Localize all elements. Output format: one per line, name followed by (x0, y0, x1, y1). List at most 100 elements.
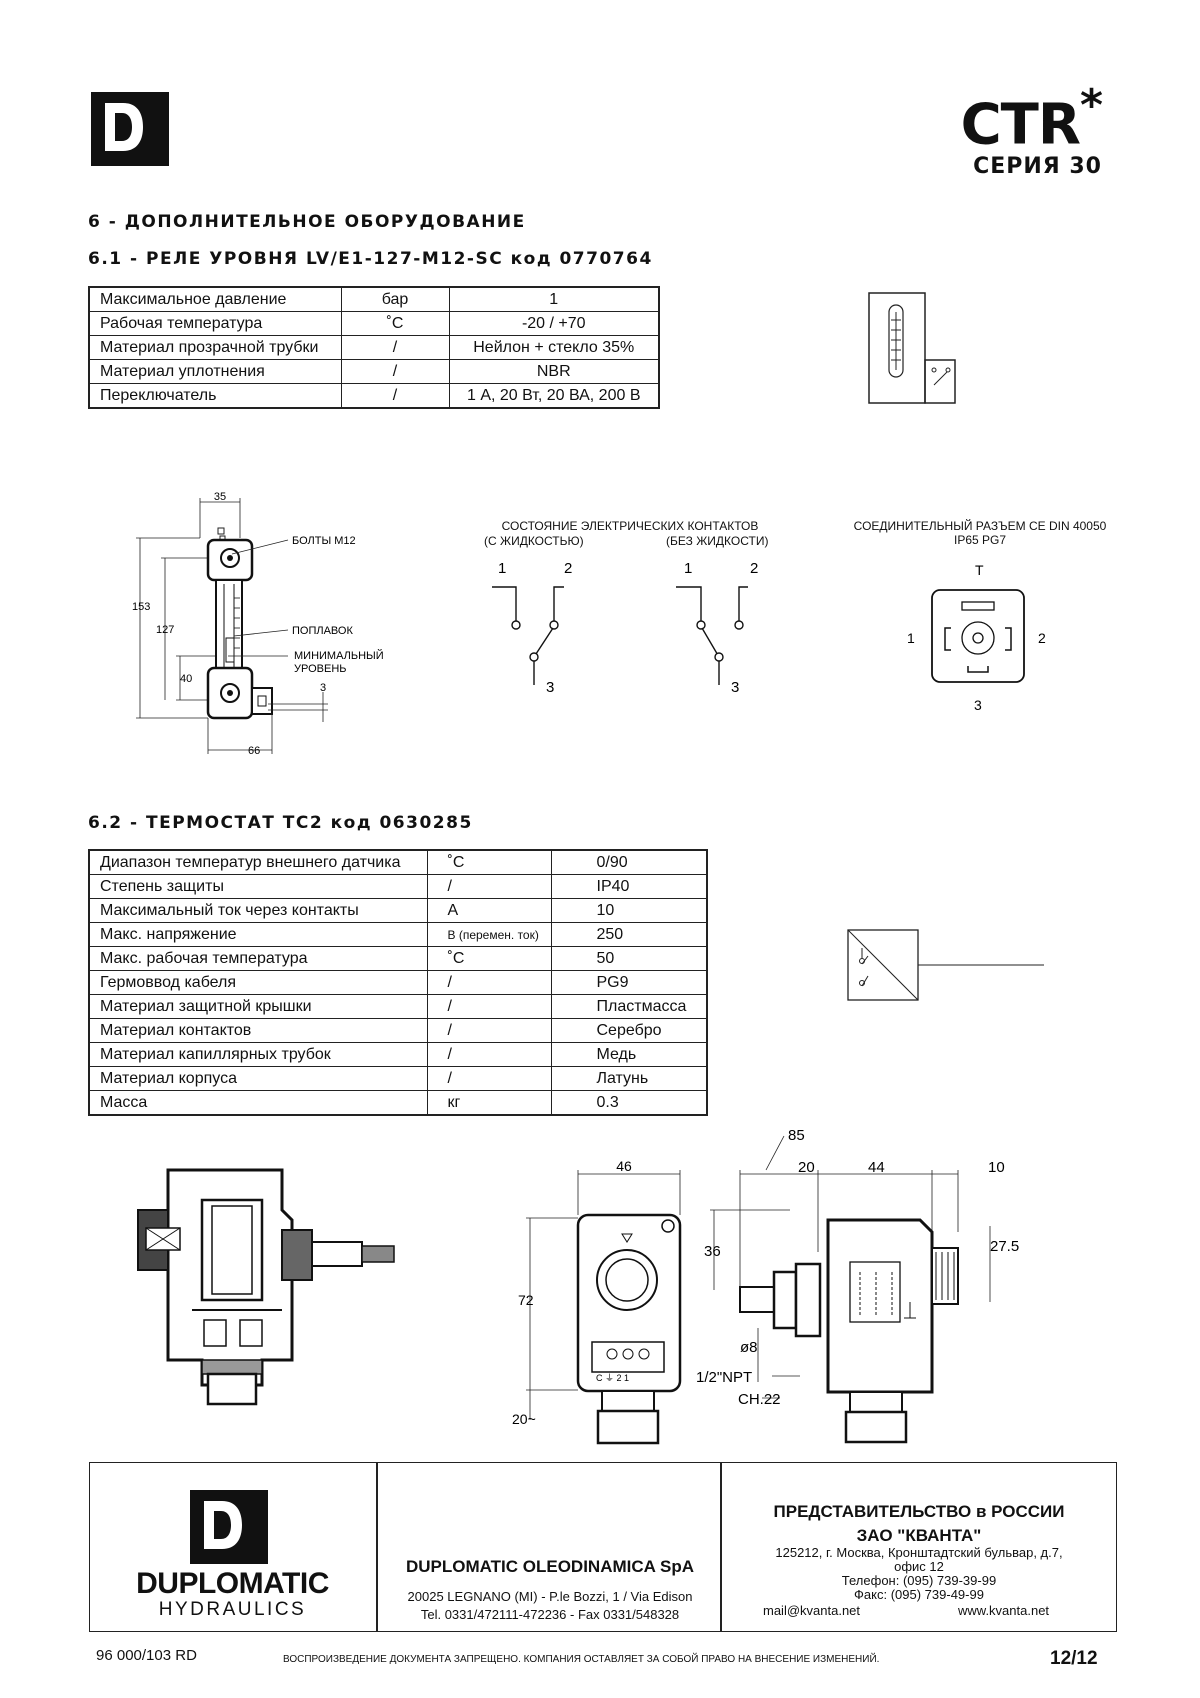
param-value: 10 (550, 898, 708, 923)
level-relay-symbol (868, 292, 956, 404)
svg-text:1: 1 (907, 630, 915, 646)
rep-email[interactable]: mail@kvanta.net (763, 1603, 861, 1618)
dim-20: 20 (798, 1159, 815, 1176)
thermostat-spec-table: Диапазон температур внешнего датчика ˚C 0/… (88, 849, 708, 1116)
param-unit: / (426, 994, 552, 1019)
param-unit: ˚C (426, 946, 552, 971)
label-min-level-1: МИНИМАЛЬНЫЙ (294, 649, 384, 662)
footer-brand-sub: HYDRAULICS (158, 1599, 307, 1620)
svg-text:2: 2 (1038, 630, 1046, 646)
param-name: Материал прозрачной трубки (88, 335, 342, 360)
dim-35: 35 (214, 491, 226, 503)
contacts-title: СОСТОЯНИЕ ЭЛЕКТРИЧЕСКИХ КОНТАКТОВ (501, 519, 759, 533)
svg-text:2: 2 (750, 560, 758, 577)
table-row: Материал контактов/Серебро (88, 1018, 708, 1043)
param-value: 0/90 (550, 849, 708, 875)
product-title: CTR* (960, 80, 1103, 158)
dim-ch22: CH.22 (738, 1391, 781, 1408)
table-row: Материал капиллярных трубок/Медь (88, 1042, 708, 1067)
dim-20-tilde: 20~ (512, 1411, 536, 1427)
param-unit: / (426, 1042, 552, 1067)
footer-address: 20025 LEGNANO (MI) - P.le Bozzi, 1 / Via… (407, 1589, 693, 1604)
param-name: Материал уплотнения (88, 359, 342, 384)
param-unit: бар (340, 286, 450, 312)
param-unit: / (426, 874, 552, 899)
param-name: Диапазон температур внешнего датчика (88, 849, 428, 875)
footer-phone: Tel. 0331/472111-472236 - Fax 0331/54832… (420, 1607, 680, 1622)
param-name: Материал защитной крышки (88, 994, 428, 1019)
copyright-notice: ВОСПРОИЗВЕДЕНИЕ ДОКУМЕНТА ЗАПРЕЩЕНО. КОМ… (283, 1654, 880, 1665)
param-name: Рабочая температура (88, 311, 342, 336)
section-6-title: 6 - ДОПОЛНИТЕЛЬНОЕ ОБОРУДОВАНИЕ (88, 212, 526, 232)
table-row: Степень защиты/IP40 (88, 874, 708, 899)
rep-title: ПРЕДСТАВИТЕЛЬСТВО в РОССИИ (773, 1502, 1065, 1521)
param-name: Материал контактов (88, 1018, 428, 1043)
doc-code: 96 000/103 RD (96, 1647, 197, 1664)
table-row: Материал защитной крышки/Пластмасса (88, 994, 708, 1019)
rep-website[interactable]: www.kvanta.net (958, 1603, 1050, 1618)
svg-text:2: 2 (564, 560, 572, 577)
param-value: 1 (448, 286, 660, 312)
thermostat-front-dimension-drawing: 46 72 20~ C ⏚ 2 1 (512, 1158, 682, 1445)
svg-text:1: 1 (684, 560, 692, 577)
table-row: Переключатель/1 А, 20 Вт, 20 ВА, 200 В (88, 383, 660, 409)
param-value: -20 / +70 (448, 311, 660, 336)
thermostat-symbol (847, 929, 1044, 1001)
rep-phone: Телефон: (095) 739-39-99 (841, 1573, 997, 1588)
thermostat-side-dimension-drawing: 85 20 44 10 36 27.5 ø8 1/2"NPT CH.22 (696, 1127, 1019, 1444)
param-value: Медь (550, 1042, 708, 1067)
param-name: Макс. напряжение (88, 922, 428, 947)
param-name: Макс. рабочая температура (88, 946, 428, 971)
level-relay-dimension-drawing: 35 153 127 40 БОЛТЫ M12 ПОПЛАВОК МИНИМАЛ… (132, 491, 384, 757)
param-value: Серебро (550, 1018, 708, 1043)
param-name: Максимальное давление (88, 286, 342, 312)
table-row: Материал уплотнения/NBR (88, 359, 660, 384)
param-unit: / (426, 1018, 552, 1043)
table-row: Материал корпуса/Латунь (88, 1066, 708, 1091)
contacts-with-liquid: (С ЖИДКОСТЬЮ) (484, 534, 584, 548)
product-series: СЕРИЯ 30 (973, 154, 1102, 179)
thermostat-cutaway-drawing (137, 1168, 395, 1406)
table-row: Гермоввод кабеля/PG9 (88, 970, 708, 995)
contacts-without-liquid: (БЕЗ ЖИДКОСТИ) (666, 534, 769, 548)
footer-brand: DUPLOMATIC (136, 1567, 329, 1600)
dim-85: 85 (788, 1127, 805, 1144)
param-unit: / (426, 970, 552, 995)
contact-states-diagram: 1 2 3 1 2 3 (492, 560, 758, 696)
param-value: 1 А, 20 Вт, 20 ВА, 200 В (448, 383, 660, 409)
param-value: 0.3 (550, 1090, 708, 1116)
section-62-title: 6.2 - ТЕРМОСТАТ TC2 код 0630285 (88, 813, 473, 833)
param-name: Степень защиты (88, 874, 428, 899)
param-value: Пластмасса (550, 994, 708, 1019)
param-name: Материал корпуса (88, 1066, 428, 1091)
connector-title-1: СОЕДИНИТЕЛЬНЫЙ РАЗЪЕМ CE DIN 40050 (853, 519, 1107, 533)
dim-27-5: 27.5 (990, 1238, 1019, 1255)
svg-text:3: 3 (546, 679, 554, 696)
dim-66: 66 (248, 745, 260, 757)
dim-36: 36 (704, 1243, 721, 1260)
dim-46: 46 (616, 1158, 632, 1174)
param-value: NBR (448, 359, 660, 384)
dim-44: 44 (868, 1159, 885, 1176)
param-value: PG9 (550, 970, 708, 995)
label-min-level-2: УРОВЕНЬ (294, 663, 346, 675)
param-unit: A (426, 898, 552, 923)
label-float: ПОПЛАВОК (292, 625, 353, 637)
footer-logo (190, 1490, 268, 1564)
rep-address-1: 125212, г. Москва, Кронштадтский бульвар… (775, 1545, 1063, 1560)
svg-text:1: 1 (498, 560, 506, 577)
param-unit: кг (426, 1090, 552, 1116)
param-unit: / (340, 359, 450, 384)
param-value: 250 (550, 922, 708, 947)
param-name: Максимальный ток через контакты (88, 898, 428, 923)
param-name: Материал капиллярных трубок (88, 1042, 428, 1067)
param-unit: / (426, 1066, 552, 1091)
param-unit: В (перемен. ток) (426, 922, 552, 947)
param-unit: / (340, 383, 450, 409)
